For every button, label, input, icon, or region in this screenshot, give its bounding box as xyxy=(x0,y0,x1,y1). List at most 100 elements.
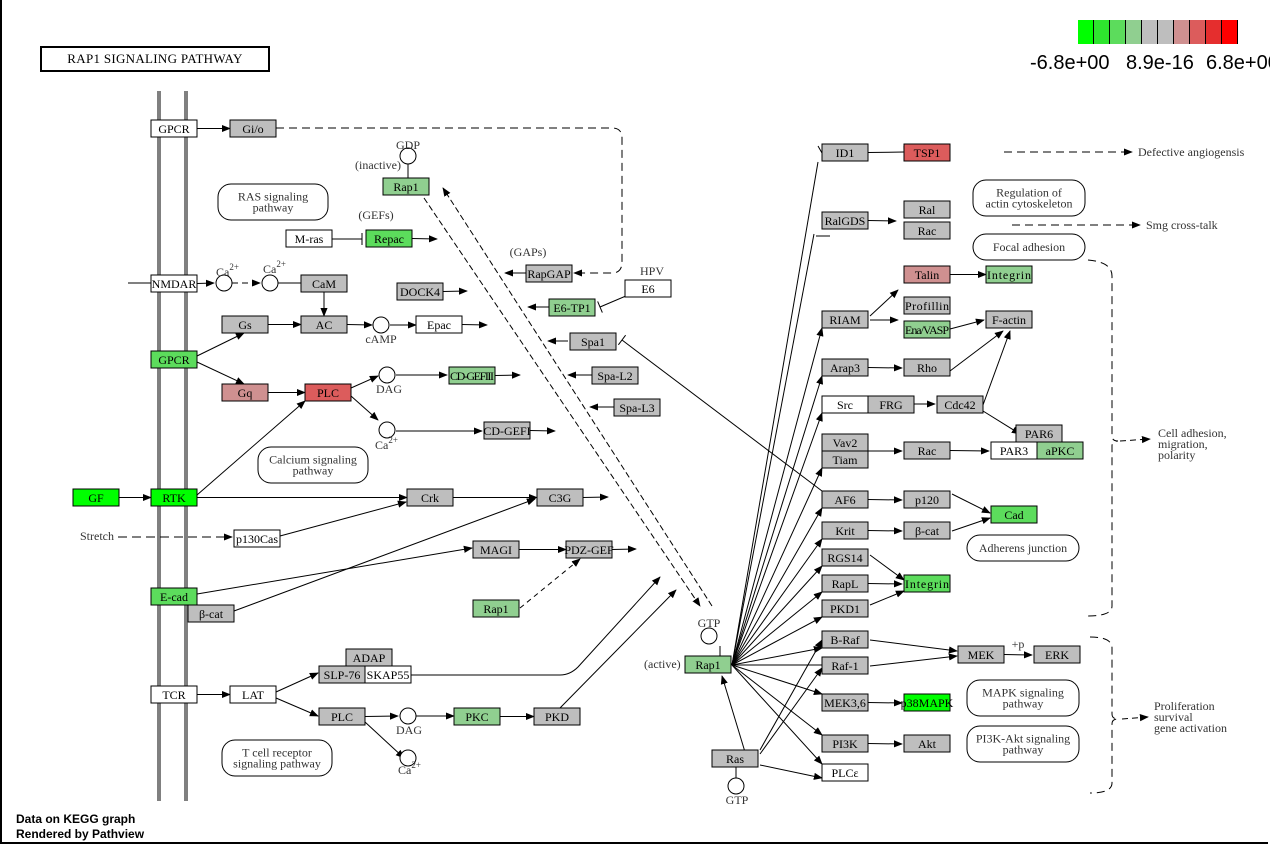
gene-node-pdzgef[interactable]: PDZ-GEF xyxy=(564,540,614,559)
gene-node-mras[interactable]: M-ras xyxy=(285,229,333,248)
gene-node-ras[interactable]: Ras xyxy=(711,749,759,768)
gene-node-pkc[interactable]: PKC xyxy=(453,707,501,726)
gene-node-frg[interactable]: FRG xyxy=(867,395,915,414)
gene-node-magi[interactable]: MAGI xyxy=(472,540,520,559)
pathway-map-adherens_path[interactable]: Adherens junction xyxy=(966,534,1080,562)
gene-node-nmdar[interactable]: NMDAR xyxy=(150,274,198,293)
gene-node-tiam[interactable]: Tiam xyxy=(821,450,869,469)
gene-node-dock4[interactable]: DOCK4 xyxy=(396,282,444,301)
gene-node-enavasp[interactable]: Ena/VASP xyxy=(903,320,951,339)
gene-node-gio[interactable]: Gi/o xyxy=(229,119,277,138)
gene-node-rap1c[interactable]: Rap1 xyxy=(472,599,520,618)
gene-node-rgs14[interactable]: RGS14 xyxy=(821,548,869,567)
gene-node-p38mapk[interactable]: p38MAPK xyxy=(901,693,954,712)
gene-node-adap[interactable]: ADAP xyxy=(345,648,393,667)
gene-node-skap55[interactable]: SKAP55 xyxy=(364,665,412,684)
gene-node-raf1[interactable]: Raf-1 xyxy=(821,656,869,675)
compound-circle[interactable] xyxy=(727,777,745,795)
compound-circle[interactable] xyxy=(372,316,390,334)
gene-node-erk[interactable]: ERK xyxy=(1033,645,1081,664)
gene-node-spal3[interactable]: Spa-L3 xyxy=(613,398,661,417)
gene-node-rap1a[interactable]: Rap1 xyxy=(382,177,430,196)
gene-node-mek[interactable]: MEK xyxy=(957,645,1005,664)
gene-node-rap1b[interactable]: Rap1 xyxy=(684,655,732,674)
gene-node-p130cas[interactable]: p130Cas xyxy=(233,529,281,548)
gene-node-ecad[interactable]: E-cad xyxy=(150,587,198,606)
gene-node-integrin1[interactable]: Integrin xyxy=(985,265,1033,284)
gene-node-cam[interactable]: CaM xyxy=(300,274,348,293)
gene-node-crk[interactable]: Crk xyxy=(406,488,454,507)
gene-node-spal2[interactable]: Spa-L2 xyxy=(591,366,639,385)
gene-node-id1[interactable]: ID1 xyxy=(821,143,869,162)
gene-node-tsp1[interactable]: TSP1 xyxy=(903,143,951,162)
gene-node-rac2[interactable]: Rac xyxy=(903,441,951,460)
gene-node-pkd[interactable]: PKD xyxy=(533,707,581,726)
gene-node-akt[interactable]: Akt xyxy=(903,734,951,753)
gene-node-ral[interactable]: Ral xyxy=(903,200,951,219)
gene-node-integrin2[interactable]: Integrin xyxy=(903,574,951,593)
gene-node-profillin[interactable]: Profillin xyxy=(903,296,951,315)
compound-circle[interactable] xyxy=(261,274,279,292)
gene-node-plc2[interactable]: PLC xyxy=(318,707,366,726)
pathway-map-focal_path[interactable]: Focal adhesion xyxy=(972,233,1086,261)
gene-node-ac[interactable]: AC xyxy=(300,315,348,334)
gene-node-factin[interactable]: F-actin xyxy=(985,310,1033,329)
gene-node-gq[interactable]: Gq xyxy=(221,383,269,402)
gene-node-rac1[interactable]: Rac xyxy=(903,221,951,240)
compound-circle[interactable] xyxy=(700,627,718,645)
gene-node-par3[interactable]: PAR3 xyxy=(990,441,1038,460)
gene-node-src[interactable]: Src xyxy=(821,395,869,414)
gene-node-braf[interactable]: B-Raf xyxy=(821,630,869,649)
gene-node-riam[interactable]: RIAM xyxy=(821,310,869,329)
gene-node-rapl[interactable]: RapL xyxy=(821,574,869,593)
gene-node-cdgef3[interactable]: CD-GEFIII xyxy=(448,366,496,385)
compound-circle[interactable] xyxy=(399,749,417,767)
gene-node-vav2[interactable]: Vav2 xyxy=(821,433,869,452)
gene-node-rtk[interactable]: RTK xyxy=(150,488,198,507)
gene-node-e6tp1[interactable]: E6-TP1 xyxy=(548,298,596,317)
gene-node-plc1[interactable]: PLC xyxy=(304,383,352,402)
gene-node-af6[interactable]: AF6 xyxy=(821,490,869,509)
gene-node-krit[interactable]: Krit xyxy=(821,521,869,540)
gene-node-repac[interactable]: Repac xyxy=(365,229,413,248)
gene-node-ralgds[interactable]: RalGDS xyxy=(821,211,869,230)
gene-node-bcat1[interactable]: β-cat xyxy=(187,604,235,623)
compound-circle[interactable] xyxy=(378,366,396,384)
gene-node-pi3k[interactable]: PI3K xyxy=(821,734,869,753)
gene-node-mek36[interactable]: MEK3,6 xyxy=(821,693,869,712)
gene-node-rapgap[interactable]: RapGAP xyxy=(525,264,573,283)
gene-node-p120[interactable]: p120 xyxy=(903,490,951,509)
gene-node-gpcr1[interactable]: GPCR xyxy=(150,119,198,138)
gene-node-gf[interactable]: GF xyxy=(72,488,120,507)
gene-node-spa1[interactable]: Spa1 xyxy=(569,332,617,351)
gene-node-talin[interactable]: Talin xyxy=(903,265,951,284)
compound-circle[interactable] xyxy=(215,274,233,292)
gene-node-rho[interactable]: Rho xyxy=(903,358,951,377)
gene-node-cdgef1[interactable]: CD-GEFI xyxy=(483,421,531,440)
gene-node-apkc[interactable]: aPKC xyxy=(1036,441,1084,460)
gene-node-lat[interactable]: LAT xyxy=(229,685,277,704)
gene-node-arap3[interactable]: Arap3 xyxy=(821,358,869,377)
compound-circle[interactable] xyxy=(399,147,417,165)
gene-node-cad[interactable]: Cad xyxy=(990,505,1038,524)
gene-node-par6[interactable]: PAR6 xyxy=(1015,424,1063,443)
gene-node-e6[interactable]: E6 xyxy=(624,279,672,298)
gene-node-pkd1[interactable]: PKD1 xyxy=(821,599,869,618)
gene-node-cdc42[interactable]: Cdc42 xyxy=(936,395,984,414)
gene-node-gpcr2[interactable]: GPCR xyxy=(150,350,198,369)
gene-node-tcr[interactable]: TCR xyxy=(150,685,198,704)
compound-circle[interactable] xyxy=(399,707,417,725)
compound-circle[interactable] xyxy=(378,421,396,439)
gene-node-c3g[interactable]: C3G xyxy=(536,488,584,507)
gene-node-bcat2[interactable]: β-cat xyxy=(903,521,951,540)
gene-node-plce[interactable]: PLCε xyxy=(821,763,869,782)
gene-node-slp76[interactable]: SLP-76 xyxy=(318,665,366,684)
gene-node-epac[interactable]: Epac xyxy=(415,315,463,334)
gene-node-gs[interactable]: Gs xyxy=(221,315,269,334)
